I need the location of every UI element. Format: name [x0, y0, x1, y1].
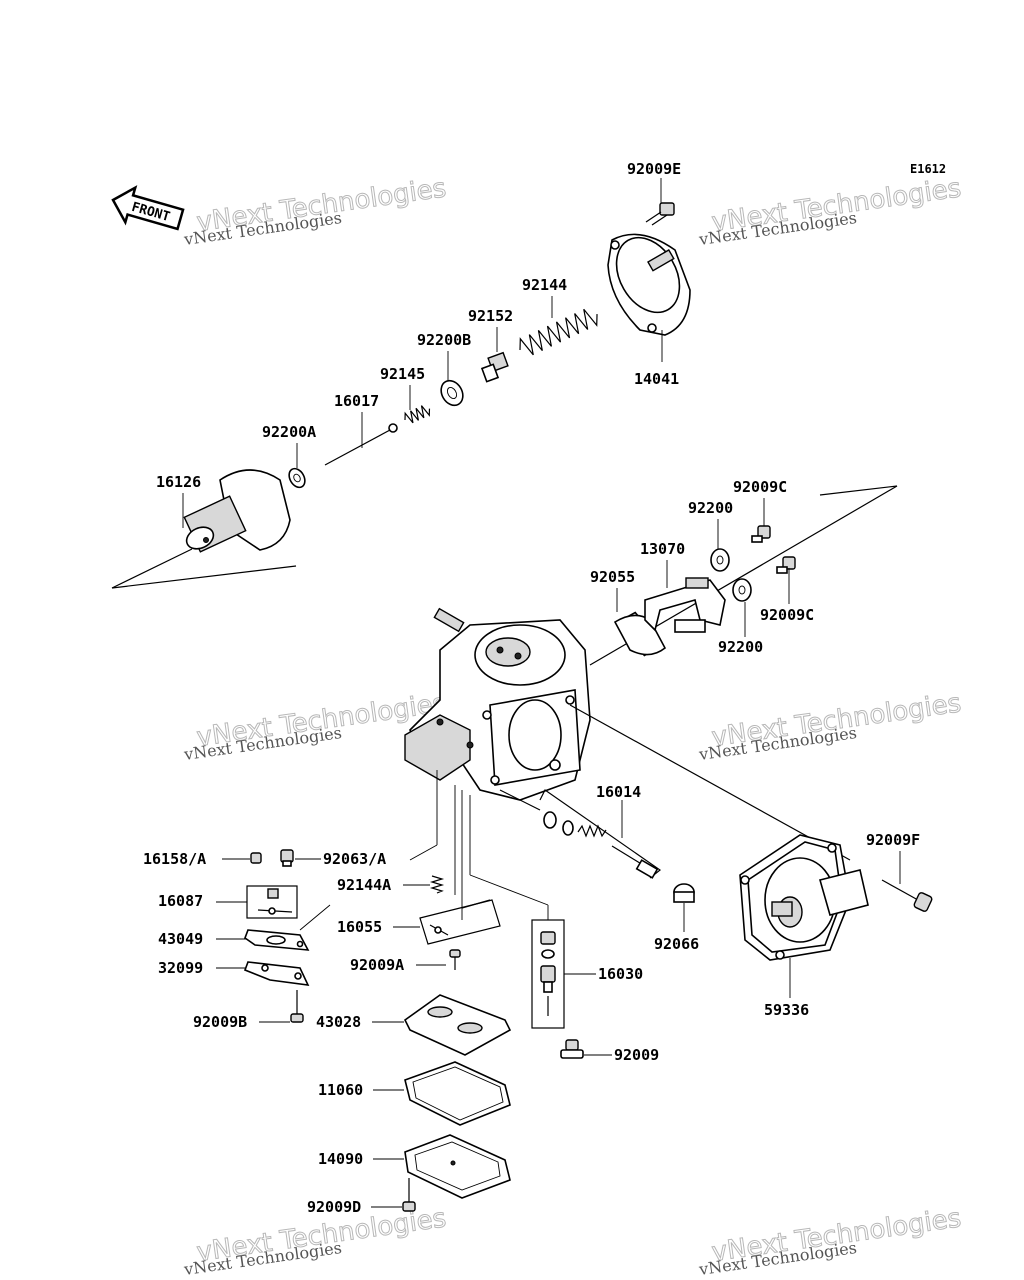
part-label: 16158/A: [143, 850, 206, 868]
part-label: 92152: [468, 307, 513, 325]
part-label: 92009A: [350, 956, 404, 974]
fuel-pump-59336-icon: [739, 834, 869, 961]
carburetor-body-icon: [404, 607, 591, 801]
part-label: 92009D: [307, 1198, 361, 1216]
part-label: 16087: [158, 892, 203, 910]
pilot-screw-16014-icon: [539, 789, 662, 879]
spring-92144a-icon: [429, 875, 445, 894]
part-label: 92009C: [733, 478, 787, 496]
part-label: 16055: [337, 918, 382, 936]
bolt-92009c-icon: [751, 525, 771, 543]
needle-16017-icon: [324, 423, 398, 466]
part-label: 43028: [316, 1013, 361, 1031]
cover-14090-icon: [404, 1134, 511, 1199]
screw-92009d-icon: [402, 1178, 416, 1212]
cover-32099-icon: [243, 961, 310, 986]
part-label: 92066: [654, 935, 699, 953]
part-label: 13070: [640, 540, 685, 558]
screw-92009b-icon: [290, 990, 304, 1023]
part-label: 92009B: [193, 1013, 247, 1031]
diagram-code: E1612: [910, 162, 946, 176]
part-label: 92200: [718, 638, 763, 656]
bracket-13070-icon: [644, 577, 726, 633]
part-label: 92144A: [337, 876, 391, 894]
spring-92144-icon: [519, 308, 598, 356]
part-label: 16126: [156, 473, 201, 491]
washer-92200b-icon: [440, 379, 464, 407]
jet-92063-icon: [280, 849, 294, 867]
front-arrow-icon: FRONT: [111, 185, 185, 231]
part-label: 43049: [158, 930, 203, 948]
gasket-43049-icon: [244, 929, 310, 951]
part-labels: 92009E 92144 92152 92200B 92145 16017 92…: [143, 160, 920, 1216]
part-label: 14090: [318, 1150, 363, 1168]
part-label: 92009F: [866, 831, 920, 849]
washer-92200-icon: [732, 578, 752, 602]
float-pin-16055-icon: [419, 899, 501, 945]
part-label: 92055: [590, 568, 635, 586]
part-label: 92200B: [417, 331, 471, 349]
part-label: 92063/A: [323, 850, 386, 868]
part-label: 16017: [334, 392, 379, 410]
gasket-43028-icon: [403, 994, 512, 1056]
part-label: 92145: [380, 365, 425, 383]
part-label: 92200A: [262, 423, 316, 441]
part-label: 92144: [522, 276, 567, 294]
washer-92200a-icon: [288, 467, 306, 489]
jet-16158-icon: [250, 852, 262, 864]
part-label: 11060: [318, 1081, 363, 1099]
upper-assembly: [111, 178, 898, 666]
part-label: 32099: [158, 959, 203, 977]
gasket-11060-icon: [404, 1061, 511, 1126]
plug-92066-icon: [673, 883, 695, 903]
part-label: 59336: [764, 1001, 809, 1019]
part-label: 92009E: [627, 160, 681, 178]
part-label: 16014: [596, 783, 641, 801]
bolt-92009c-icon: [776, 556, 796, 574]
needle-valve-16087-icon: [246, 885, 298, 919]
part-label: 14041: [634, 370, 679, 388]
bolt-92009e-icon: [645, 202, 675, 226]
spring-92145-icon: [404, 405, 431, 424]
part-label: 92009: [614, 1046, 659, 1064]
jet-assembly-16030-icon: [531, 919, 565, 1029]
screw-92009a-icon: [449, 949, 461, 970]
cover-14041-icon: [607, 233, 691, 336]
screw-92009-icon: [560, 1039, 584, 1059]
diaphragm-16126-icon: [183, 469, 291, 553]
bolt-92009f-icon: [881, 879, 933, 912]
part-label: 92200: [688, 499, 733, 517]
washer-92200-icon: [710, 548, 730, 572]
jet-92152-icon: [480, 351, 509, 383]
part-label: 16030: [598, 965, 643, 983]
part-label: 92009C: [760, 606, 814, 624]
